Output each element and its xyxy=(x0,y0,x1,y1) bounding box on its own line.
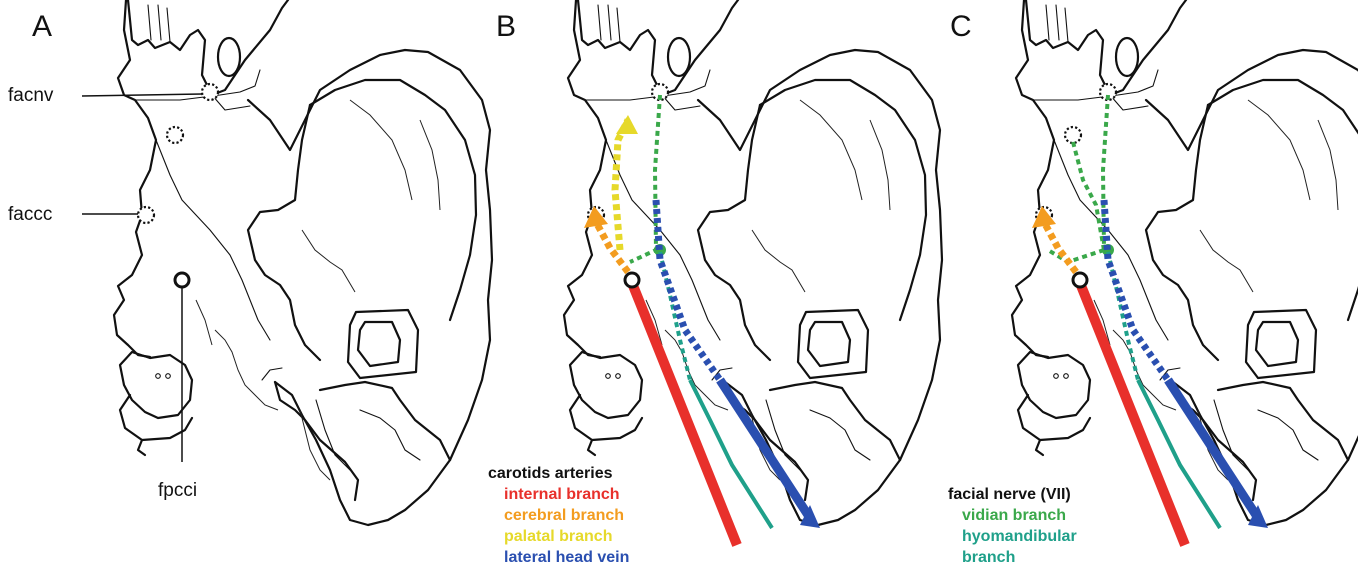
fpcci-foramen xyxy=(175,273,189,287)
fpcci-foramen-c xyxy=(1073,273,1087,287)
vein-solid-b xyxy=(720,380,808,515)
palatine-foramen xyxy=(167,127,183,143)
label-faccc: faccc xyxy=(8,204,52,225)
panel-c: C facial nerve (VII) vidian branch hyoma… xyxy=(948,0,1358,566)
legend-item-palatal: palatal branch xyxy=(504,528,612,545)
palatal-arrow-b xyxy=(616,115,638,134)
cerebral-path-c xyxy=(1044,222,1076,272)
legend-item-vein: lateral head vein xyxy=(504,549,629,566)
panel-letter-a: A xyxy=(32,10,52,43)
panel-letter-b: B xyxy=(496,10,516,43)
legend-title-c: facial nerve (VII) xyxy=(948,486,1071,503)
palatal-path-b xyxy=(615,120,628,250)
legend-title-b: carotids arteries xyxy=(488,465,613,482)
legend-c: facial nerve (VII) vidian branch hyomand… xyxy=(948,486,1077,566)
label-facnv: facnv xyxy=(8,85,54,106)
faccc-foramen xyxy=(138,207,154,223)
fpcci-foramen-b xyxy=(625,273,639,287)
legend-item-internal: internal branch xyxy=(504,486,620,503)
label-fpcci: fpcci xyxy=(158,480,197,501)
skull-outline-c xyxy=(1012,0,1358,525)
facnv-foramen xyxy=(202,84,218,100)
panel-a: A facnv faccc fpcci xyxy=(8,0,492,525)
facnv-leader xyxy=(82,94,202,96)
panel-b: B carotids arteries internal branch cere… xyxy=(488,0,942,566)
vidian-branch2-c xyxy=(1048,250,1104,262)
legend-item-branch: branch xyxy=(962,549,1015,566)
vein-dashed-b xyxy=(656,200,720,380)
legend-item-hyomandibular: hyomandibular xyxy=(962,528,1077,545)
legend-item-cerebral: cerebral branch xyxy=(504,507,624,524)
vein-dashed-c xyxy=(1104,200,1168,380)
legend-item-vidian: vidian branch xyxy=(962,507,1066,524)
skull-outline-a xyxy=(114,0,492,525)
panel-letter-c: C xyxy=(950,10,972,43)
legend-b: carotids arteries internal branch cerebr… xyxy=(488,465,629,566)
vein-solid-c xyxy=(1168,380,1256,515)
foramen-c-2 xyxy=(1065,127,1081,143)
